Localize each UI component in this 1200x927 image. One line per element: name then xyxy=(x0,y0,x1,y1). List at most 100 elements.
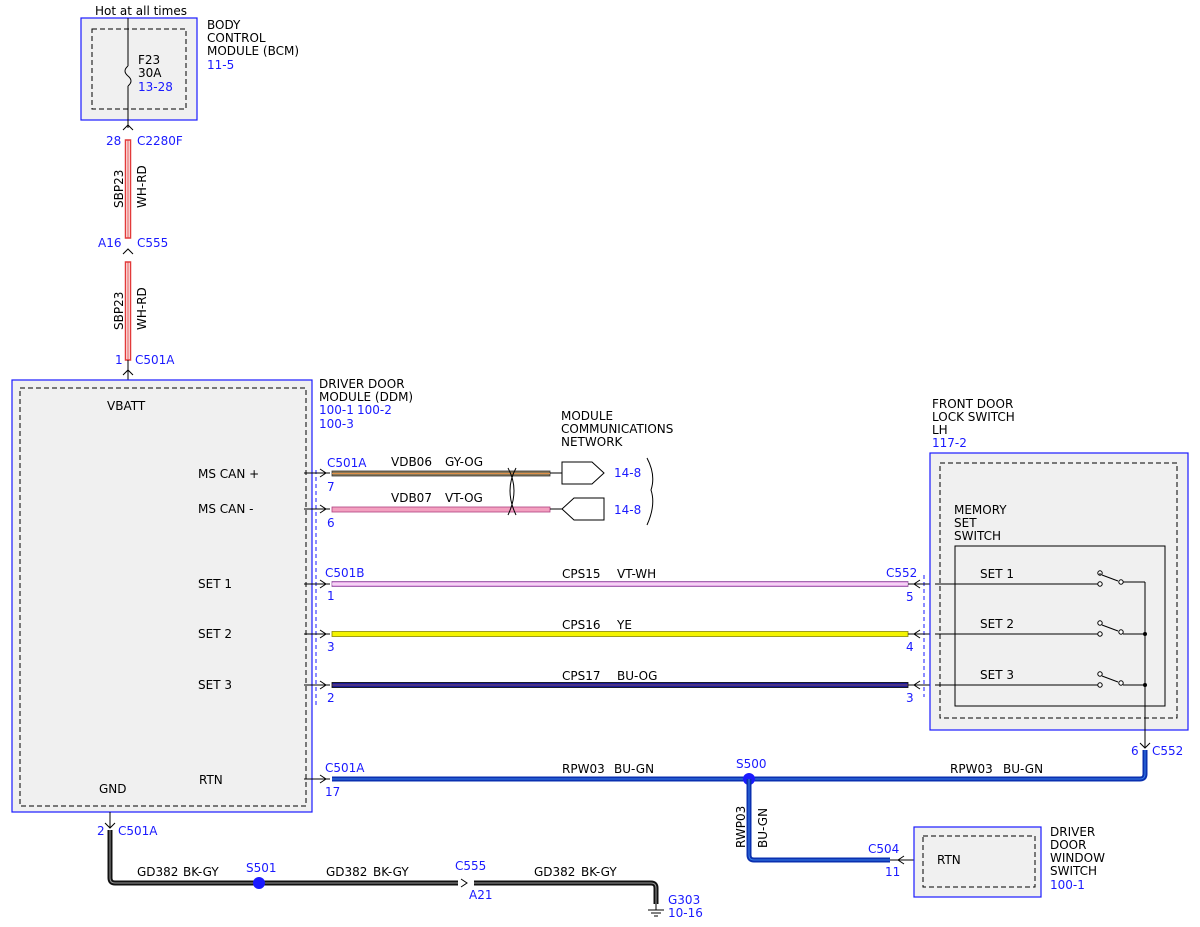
memory-set-switch-box[interactable] xyxy=(954,545,1166,707)
vdb07-color: VT-OG xyxy=(445,491,483,505)
ddm-ref-3[interactable]: 100-3 xyxy=(319,417,354,431)
fuse-label: F23 xyxy=(138,53,160,67)
can-plus-conn[interactable]: C501A xyxy=(327,456,367,470)
ground-symbol-icon xyxy=(648,904,664,917)
ddm-name-2: MODULE (DDM) xyxy=(319,390,413,404)
network-ref-minus[interactable]: 14-8 xyxy=(614,503,641,517)
cps15-color: VT-WH xyxy=(617,567,656,581)
wire-vdb07[interactable] xyxy=(331,506,551,513)
wire-rwp03-stripe xyxy=(748,779,890,861)
splice-s501-icon[interactable] xyxy=(253,877,265,889)
window-name-1: DRIVER xyxy=(1050,825,1095,839)
network-ref-plus[interactable]: 14-8 xyxy=(614,466,641,480)
wire-cps16[interactable] xyxy=(331,631,909,637)
rpw03-circuit-left: RPW03 xyxy=(562,762,605,776)
gnd-conn[interactable]: C501A xyxy=(118,824,158,838)
ddm-ref-2[interactable]: 100-2 xyxy=(357,403,392,417)
c555-top-label[interactable]: C555 xyxy=(137,236,168,250)
ddm-set2-label: SET 2 xyxy=(198,627,232,641)
gd382-circuit-1: GD382 xyxy=(137,865,178,879)
lock-switch-name-1: FRONT DOOR xyxy=(932,397,1013,411)
c504-pin: 11 xyxy=(885,865,900,879)
gd382-color-2: BK-GY xyxy=(373,865,409,879)
connector-c2280f-icon xyxy=(122,124,134,131)
ddm-box[interactable] xyxy=(11,379,313,813)
lock-out-conn[interactable]: C552 xyxy=(1152,744,1183,758)
fuse-ref[interactable]: 13-28 xyxy=(138,80,173,94)
ground-g303-label[interactable]: G303 xyxy=(668,893,700,907)
can-plus-connector-icon xyxy=(319,468,327,478)
set3-connector-icon xyxy=(319,680,327,690)
set1-pin-left: 1 xyxy=(327,589,335,603)
network-label-3: NETWORK xyxy=(561,435,624,449)
ddm-name-1: DRIVER DOOR xyxy=(319,377,405,391)
set2-connector-icon xyxy=(319,629,327,639)
wire-gd382-segment-2[interactable] xyxy=(474,880,659,904)
splice-s501-label[interactable]: S501 xyxy=(246,861,277,875)
set3-pin-right: 3 xyxy=(906,691,914,705)
window-switch-box[interactable] xyxy=(913,826,1042,898)
wire-rpw03-stripe xyxy=(332,750,1146,780)
rtn-conn-left[interactable]: C501A xyxy=(325,761,365,775)
gd382-circuit-3: GD382 xyxy=(534,865,575,879)
gd382-circuit-2: GD382 xyxy=(326,865,367,879)
sbp23-circuit-1: SBP23 xyxy=(112,170,126,208)
network-brace-icon xyxy=(646,457,654,526)
rpw03-color-left: BU-GN xyxy=(614,762,654,776)
lock-switch-ref[interactable]: 117-2 xyxy=(932,436,967,450)
set3-pin-left: 2 xyxy=(327,691,335,705)
bcm-ref[interactable]: 11-5 xyxy=(207,58,234,72)
connector-c501a-gnd-icon xyxy=(104,822,116,829)
c555-gnd-label[interactable]: C555 xyxy=(455,859,486,873)
cps15-circuit: CPS15 xyxy=(562,567,601,581)
rpw03-color-right: BU-GN xyxy=(1003,762,1043,776)
set3-right-connector-icon xyxy=(913,680,921,690)
c504-label[interactable]: C504 xyxy=(868,842,899,856)
bcm-inner-box xyxy=(91,28,187,110)
lock-switch-name-3: LH xyxy=(932,423,948,437)
bcm-name-1: BODY xyxy=(207,18,241,32)
wire-gd382-stripe-2 xyxy=(474,882,657,904)
bcm-name-3: MODULE (BCM) xyxy=(207,44,299,58)
bcm-box[interactable] xyxy=(80,17,198,121)
rwp03-color: BU-GN xyxy=(756,808,770,848)
cps17-color: BU-OG xyxy=(617,669,657,683)
gd382-color-3: BK-GY xyxy=(581,865,617,879)
splice-s500-label[interactable]: S500 xyxy=(736,757,767,771)
sw-set3-label: SET 3 xyxy=(980,668,1014,682)
c555-pin-a16: A16 xyxy=(98,236,121,250)
ground-ref[interactable]: 10-16 xyxy=(668,906,703,920)
vdb06-color: GY-OG xyxy=(445,455,483,469)
c2280f-pin: 28 xyxy=(106,134,121,148)
c2280f-label[interactable]: C2280F xyxy=(137,134,183,148)
set1-conn-right[interactable]: C552 xyxy=(886,566,917,580)
can-minus-connector-icon xyxy=(319,504,327,514)
sw-set2-label: SET 2 xyxy=(980,617,1014,631)
network-connector-minus-icon[interactable] xyxy=(561,497,605,521)
window-name-2: DOOR xyxy=(1050,838,1086,852)
sbp23-circuit-2: SBP23 xyxy=(112,292,126,330)
network-connector-plus-icon[interactable] xyxy=(561,461,605,485)
ddm-ref-1[interactable]: 100-1 xyxy=(319,403,354,417)
hot-at-all-times-label: Hot at all times xyxy=(95,4,187,18)
cps16-color: YE xyxy=(616,618,632,632)
fuse-amps: 30A xyxy=(138,66,162,80)
switch-set1-icon xyxy=(1097,570,1145,587)
connector-c555-top-icon xyxy=(122,248,134,255)
ddm-ms-can-plus-label: MS CAN + xyxy=(198,467,259,481)
set1-right-connector-icon xyxy=(913,579,921,589)
rtn-connector-icon xyxy=(319,774,327,784)
connector-c552-out-icon xyxy=(1139,742,1151,749)
c501a-top-label[interactable]: C501A xyxy=(135,353,175,367)
cps16-circuit: CPS16 xyxy=(562,618,601,632)
connector-c555-gnd-icon xyxy=(460,878,468,888)
vdb06-circuit: VDB06 xyxy=(391,455,432,469)
window-ref[interactable]: 100-1 xyxy=(1050,878,1085,892)
set1-conn-left[interactable]: C501B xyxy=(325,566,365,580)
fuse-symbol-icon xyxy=(124,65,132,87)
lock-switch-name-2: LOCK SWITCH xyxy=(932,410,1015,424)
set2-pin-right: 4 xyxy=(906,640,914,654)
rtn-pin-left: 17 xyxy=(325,785,340,799)
set2-right-connector-icon xyxy=(913,629,921,639)
